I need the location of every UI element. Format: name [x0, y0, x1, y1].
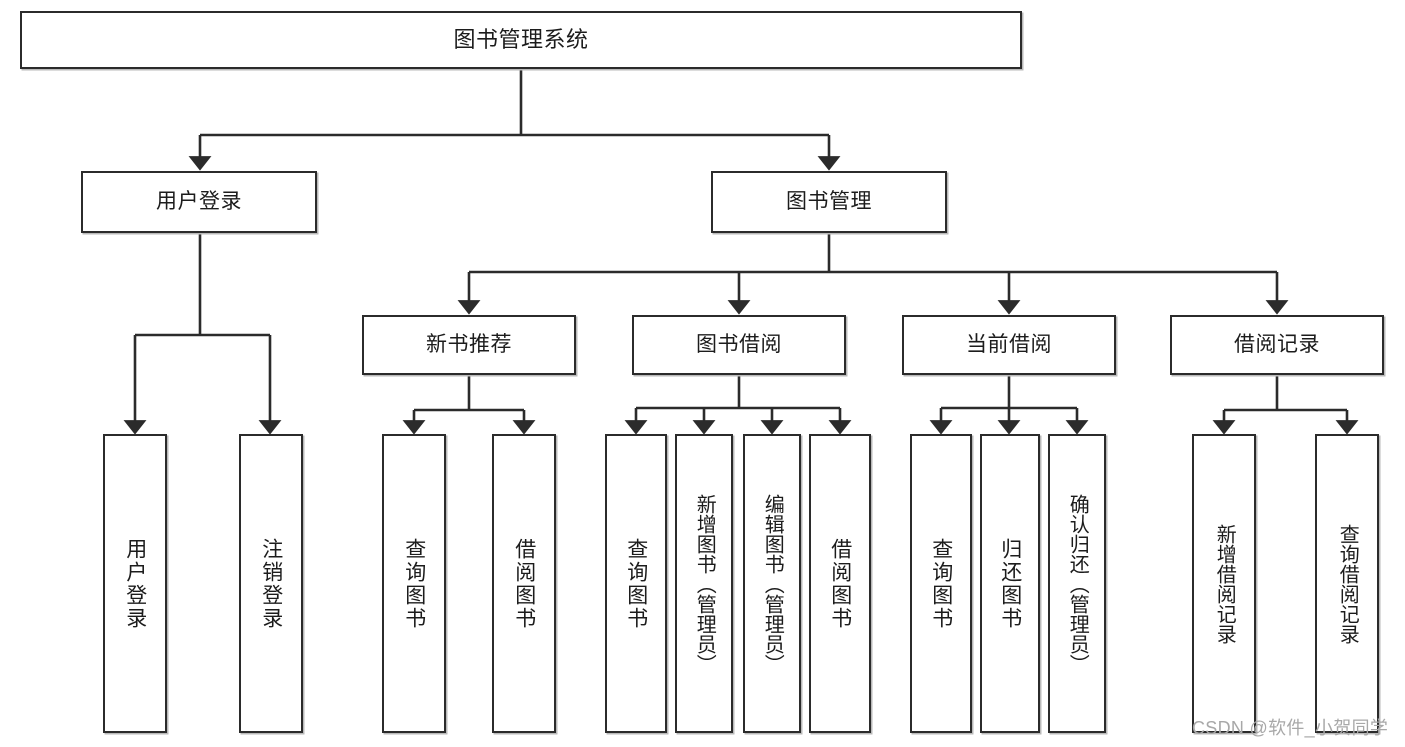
node-book-borrow-label: 图书借阅	[696, 333, 782, 357]
node-new-book-recommend[interactable]: 新书推荐	[362, 315, 576, 375]
leaf-current-return-book-label: 归还图书	[998, 537, 1022, 630]
leaf-borrow-edit-book-admin[interactable]: 编辑图书（管理员）	[743, 434, 801, 733]
node-book-manage-label: 图书管理	[786, 190, 872, 214]
leaf-borrow-add-book-admin[interactable]: 新增图书（管理员）	[675, 434, 733, 733]
leaf-logout[interactable]: 注销登录	[239, 434, 303, 733]
leaf-current-confirm-return-admin-label: 确认归还（管理员）	[1066, 493, 1089, 674]
leaf-borrow-query-book-label: 查询图书	[624, 537, 648, 630]
node-current-borrow[interactable]: 当前借阅	[902, 315, 1116, 375]
leaf-user-login[interactable]: 用户登录	[103, 434, 167, 733]
leaf-recommend-query-book[interactable]: 查询图书	[382, 434, 446, 733]
leaf-user-login-label: 用户登录	[123, 537, 147, 630]
leaf-borrow-edit-book-admin-label: 编辑图书（管理员）	[761, 493, 784, 674]
leaf-current-confirm-return-admin[interactable]: 确认归还（管理员）	[1048, 434, 1106, 733]
leaf-recommend-borrow-book-label: 借阅图书	[512, 537, 536, 630]
node-borrow-record-label: 借阅记录	[1234, 333, 1320, 357]
leaf-current-query-book-label: 查询图书	[929, 537, 953, 630]
leaf-borrow-borrow-book[interactable]: 借阅图书	[809, 434, 871, 733]
leaf-recommend-query-book-label: 查询图书	[402, 537, 426, 630]
leaf-record-add[interactable]: 新增借阅记录	[1192, 434, 1256, 733]
leaf-borrow-add-book-admin-label: 新增图书（管理员）	[693, 493, 716, 674]
node-user-login[interactable]: 用户登录	[81, 171, 317, 233]
node-root[interactable]: 图书管理系统	[20, 11, 1022, 69]
leaf-borrow-query-book[interactable]: 查询图书	[605, 434, 667, 733]
leaf-current-query-book[interactable]: 查询图书	[910, 434, 972, 733]
leaf-current-return-book[interactable]: 归还图书	[980, 434, 1040, 733]
node-new-book-recommend-label: 新书推荐	[426, 333, 512, 357]
node-root-label: 图书管理系统	[453, 26, 589, 52]
leaf-borrow-borrow-book-label: 借阅图书	[828, 537, 852, 630]
leaf-record-query-label: 查询借阅记录	[1336, 523, 1359, 644]
node-current-borrow-label: 当前借阅	[966, 333, 1052, 357]
leaf-record-add-label: 新增借阅记录	[1213, 523, 1236, 644]
node-user-login-label: 用户登录	[156, 190, 242, 214]
leaf-record-query[interactable]: 查询借阅记录	[1315, 434, 1379, 733]
watermark: CSDN @软件_小贺同学	[1192, 718, 1389, 738]
leaf-recommend-borrow-book[interactable]: 借阅图书	[492, 434, 556, 733]
node-book-manage[interactable]: 图书管理	[711, 171, 947, 233]
node-borrow-record[interactable]: 借阅记录	[1170, 315, 1384, 375]
leaf-logout-label: 注销登录	[259, 537, 283, 630]
node-book-borrow[interactable]: 图书借阅	[632, 315, 846, 375]
